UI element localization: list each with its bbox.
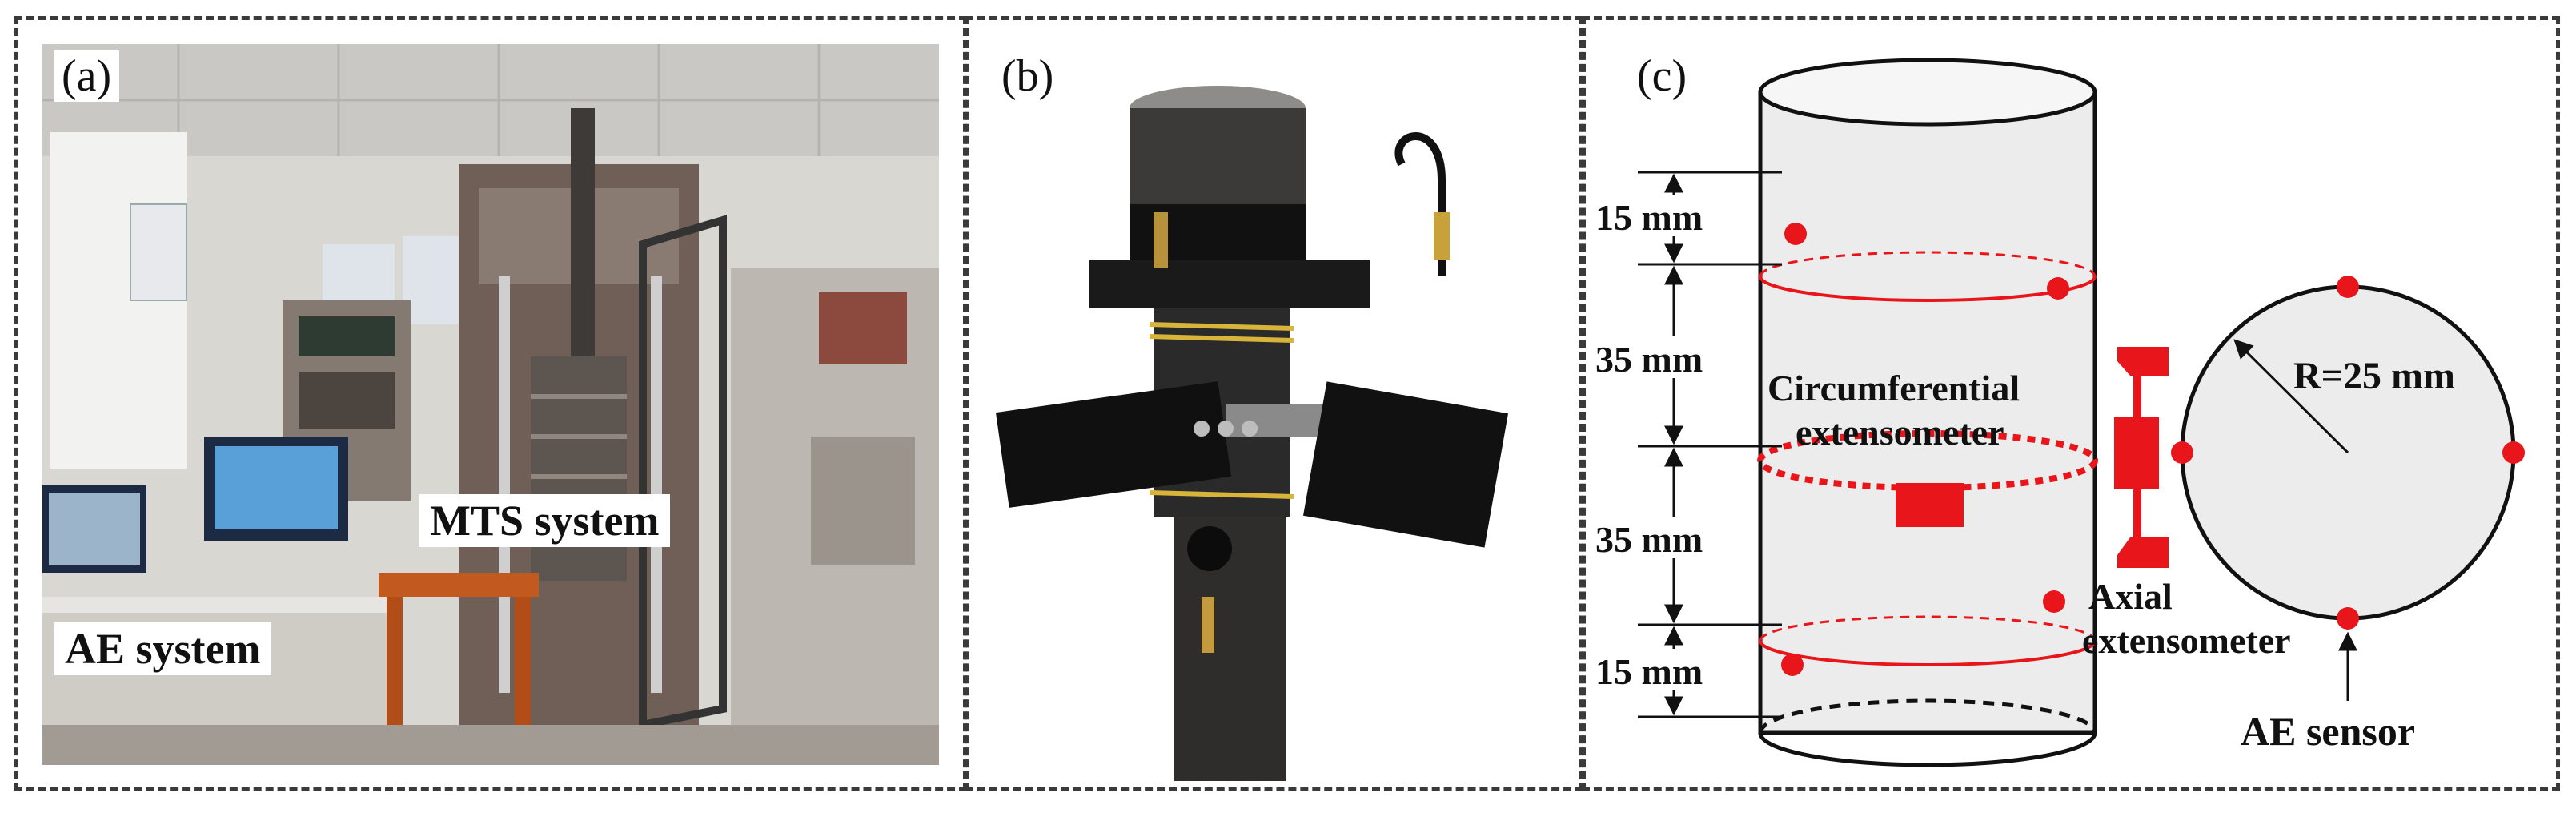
- sensor-cable: [1394, 132, 1446, 276]
- dimension-label-3: 35 mm: [1595, 519, 1703, 560]
- cable-connector: [1434, 212, 1450, 260]
- mts-column-right: [651, 276, 662, 693]
- mts-column-left: [499, 276, 510, 693]
- cylinder-bottom-front: [1758, 732, 2097, 767]
- lower-sensor-ring: [1759, 615, 2097, 666]
- axial-label-line-1: Axial: [2088, 576, 2173, 617]
- sensor-dot: [2043, 590, 2065, 613]
- axial-extensometer-lower-rod: [2133, 489, 2141, 537]
- dim-label-bg: [1594, 649, 1675, 690]
- specimen-cylinder: [1758, 58, 2097, 767]
- radius-arrow: [2233, 339, 2349, 454]
- dim-label-bg: [1594, 336, 1675, 378]
- cylinder-top: [1758, 58, 2097, 127]
- lower-connector: [1202, 597, 1214, 653]
- axial-label-line-2: extensometer: [2082, 620, 2291, 661]
- top-fitting: [1154, 212, 1168, 268]
- extensometer-arm-left: [996, 381, 1231, 508]
- rack-unit: [299, 372, 395, 429]
- monitor-left-screen: [49, 493, 140, 565]
- dim-label-bg: [1594, 195, 1675, 236]
- cylinder-ae-sensors: [1781, 223, 2069, 676]
- orange-table-leg-right: [515, 597, 531, 765]
- circumferential-label-line-2: extensometer: [1796, 412, 2004, 453]
- orange-table-top: [379, 573, 539, 597]
- cross-section-sensors: [2171, 276, 2525, 630]
- dimension-label-2: 35 mm: [1595, 339, 1703, 380]
- ceiling-tiles: [42, 44, 939, 156]
- axial-extensometer-upper-rod: [2133, 376, 2141, 437]
- panel-c-schematic: 15 mm 35 mm 35 mm 15 mm Circumferential …: [1582, 16, 2560, 791]
- sensor-dot: [2502, 441, 2525, 464]
- dimension-label-1: 15 mm: [1595, 197, 1703, 238]
- bolts: [1194, 421, 1258, 437]
- monitor-screen: [215, 446, 338, 529]
- dimension-ticks: [1638, 171, 1782, 718]
- ae-system-label: AE system: [54, 622, 272, 676]
- cylinder-body: [1758, 90, 2097, 735]
- schematic-diagram: 15 mm 35 mm 35 mm 15 mm Circumferential …: [1594, 58, 2525, 767]
- ae-sensor-label: AE sensor: [2241, 709, 2415, 754]
- panel-b-label: (b): [993, 50, 1062, 103]
- cabinet-door: [639, 215, 727, 730]
- panel-b-specimen-photo: (b): [965, 16, 1583, 791]
- floor: [42, 725, 939, 765]
- axial-extensometer-body: [2114, 417, 2159, 489]
- extensometer-arm-right: [1302, 381, 1509, 548]
- cabinet-window: [811, 437, 915, 565]
- radius-label: R=25 mm: [2293, 355, 2455, 397]
- orange-table-leg-left: [387, 597, 403, 765]
- circumferential-extensometer-block: [1896, 483, 1964, 527]
- sensor-dot: [2337, 276, 2359, 298]
- sensor-dot: [2047, 277, 2069, 300]
- sensor-dot: [1784, 223, 1807, 245]
- sensor-dot: [1781, 654, 1804, 676]
- lab-photo-illustration: [42, 44, 939, 765]
- notice-board: [130, 203, 187, 301]
- axial-extensometer: [2114, 347, 2169, 568]
- panel-a-lab-photo: (a) MTS system AE system: [14, 16, 967, 791]
- panel-a-label: (a): [54, 50, 120, 103]
- specimen-photo-illustration: [996, 86, 1509, 781]
- top-ring: [1089, 260, 1370, 308]
- dim-label-bg: [1594, 517, 1675, 558]
- ae-sensor-disk: [1187, 526, 1232, 571]
- axial-extensometer-bottom-clip: [2117, 537, 2169, 568]
- cabinet-panel: [819, 292, 907, 364]
- dimension-label-4: 15 mm: [1595, 651, 1703, 692]
- axial-extensometer-top-clip: [2117, 347, 2169, 376]
- desk-top: [42, 597, 403, 613]
- panel-c-label: (c): [1629, 50, 1695, 103]
- yellow-wires: [1149, 322, 1294, 499]
- sensor-dot: [2337, 607, 2359, 630]
- rack-display: [299, 316, 395, 356]
- mts-system-label: MTS system: [419, 494, 671, 548]
- sensor-dot: [2171, 441, 2193, 464]
- circumferential-label-line-1: Circumferential: [1767, 368, 2020, 409]
